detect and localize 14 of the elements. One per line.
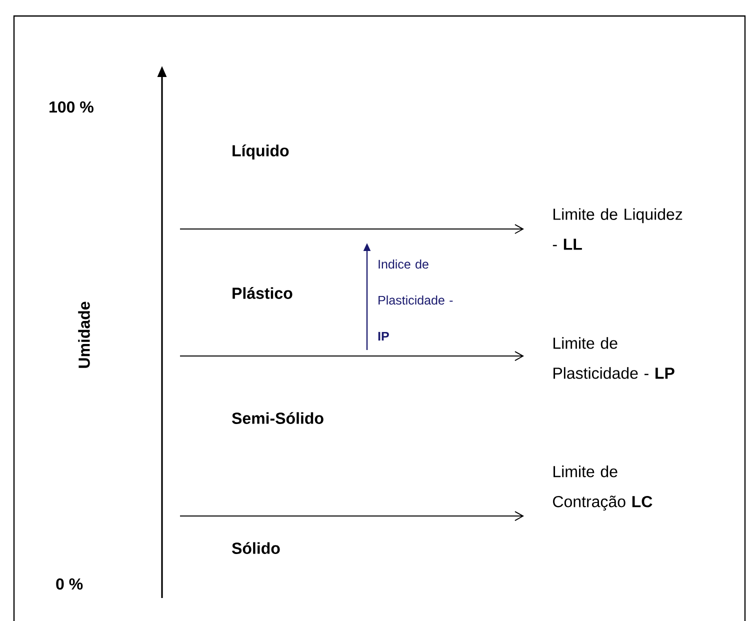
limit-label: Limite de Liquidez - LL <box>552 208 682 250</box>
arrow <box>180 224 524 234</box>
arrow <box>180 351 524 361</box>
phase-label: Plástico <box>232 287 292 299</box>
limit-label: Limite de Plasticidade - LP <box>554 337 674 379</box>
percent-label: 0 % <box>56 578 83 590</box>
phase-label: Semi-Sólido <box>232 412 324 424</box>
index-label: Indice de Plasticidade - IP <box>378 259 453 341</box>
axis-title: Umidade <box>78 302 90 368</box>
phase-label: Sólido <box>232 542 280 554</box>
arrow <box>180 511 524 521</box>
phase-label: Líquido <box>232 144 289 160</box>
percent-label: 100 % <box>50 101 94 113</box>
limit-label: Limite de Contração LC <box>553 466 652 510</box>
